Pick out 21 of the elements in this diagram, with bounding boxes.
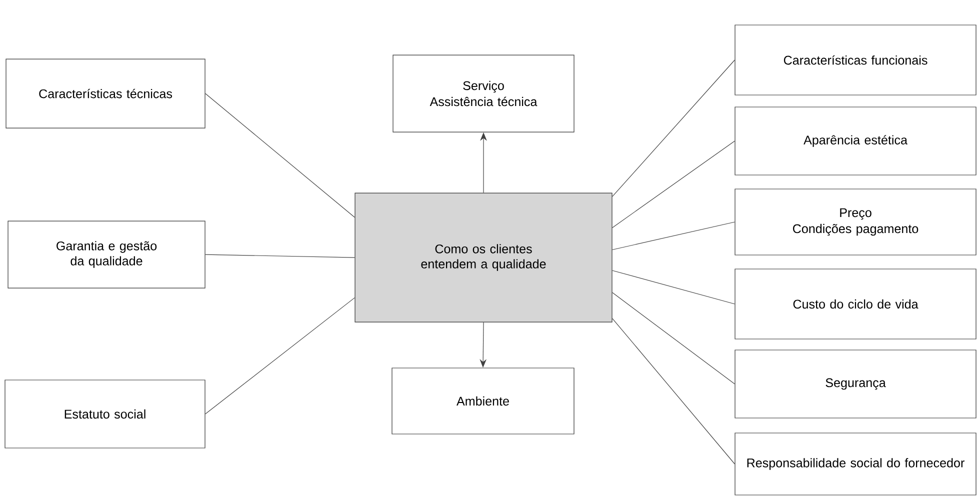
- text-box: Segurança: [734, 350, 976, 418]
- connector-line: [205, 297, 356, 414]
- connector-line: [612, 318, 736, 464]
- text-box: Ambiente: [392, 368, 574, 434]
- text-box: Estatuto social: [4, 380, 206, 448]
- text-box: Serviço Assistência técnica: [392, 54, 574, 132]
- connector-line: [612, 222, 736, 250]
- text-box: Preço Condições pagamento: [734, 188, 976, 256]
- text-box: Características técnicas: [6, 58, 206, 128]
- text-box: Aparência estética: [734, 106, 976, 176]
- connector-line: [205, 254, 356, 258]
- connector-line: [612, 270, 736, 304]
- center-box: Como os clientes entendem a qualidade: [354, 192, 612, 322]
- text-box: Custo do ciclo de vida: [734, 268, 976, 340]
- connector-line: [612, 292, 736, 384]
- connector-line: [612, 60, 736, 197]
- text-box: Responsabilidade social do fornecedor: [734, 432, 976, 496]
- connector-line: [205, 93, 356, 218]
- connector-line: [612, 140, 736, 228]
- text-box: Garantia e gestão da qualidade: [8, 220, 206, 288]
- text-box: Características funcionais: [734, 24, 976, 96]
